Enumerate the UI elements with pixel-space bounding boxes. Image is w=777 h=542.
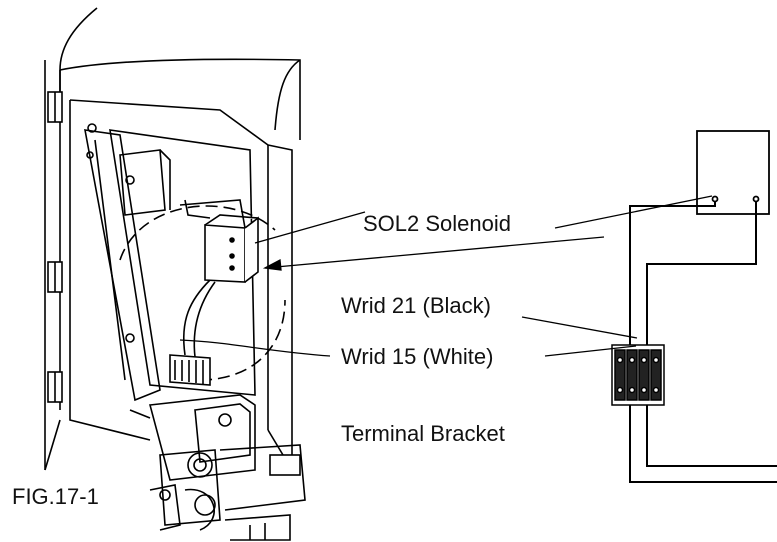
solenoid-label: SOL2 Solenoid — [363, 211, 511, 236]
wire-white-label: Wrid 15 (White) — [341, 344, 493, 369]
wiring-lines — [629, 201, 777, 483]
terminal-bracket-label: Terminal Bracket — [341, 421, 505, 446]
wire-black-label: Wrid 21 (Black) — [341, 293, 491, 318]
solenoid-box — [696, 130, 770, 215]
terminal-block — [611, 344, 665, 406]
figure-label: FIG.17-1 — [12, 484, 99, 509]
leader-lines — [179, 195, 713, 357]
machine-illustration — [44, 7, 306, 541]
